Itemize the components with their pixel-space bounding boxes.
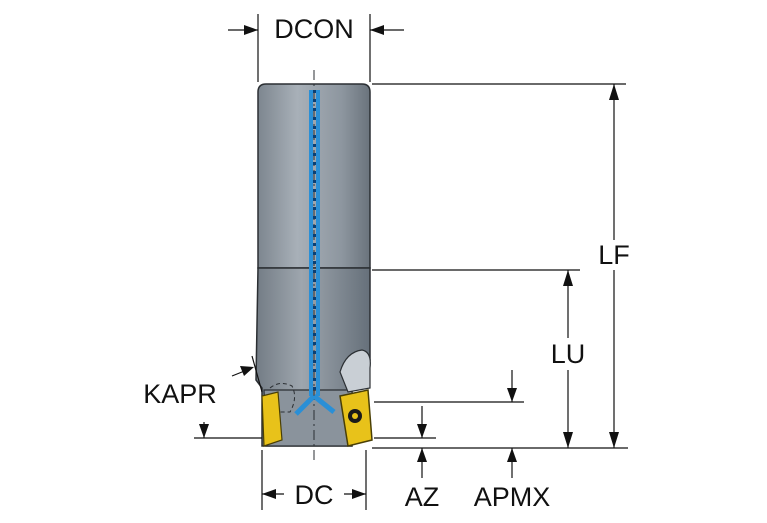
lf-dimension: LF bbox=[372, 83, 630, 448]
lu-label: LU bbox=[551, 339, 586, 369]
insert-left bbox=[261, 391, 283, 447]
kapr-label: KAPR bbox=[143, 379, 217, 409]
az-dimension: AZ bbox=[374, 406, 439, 512]
coolant-channel bbox=[294, 90, 336, 416]
dcon-label: DCON bbox=[274, 14, 354, 44]
apmx-label: APMX bbox=[474, 482, 551, 512]
dc-label: DC bbox=[295, 480, 334, 510]
kapr-dimension: KAPR bbox=[143, 355, 263, 439]
apmx-dimension: APMX bbox=[374, 370, 550, 512]
insert-right bbox=[339, 389, 373, 447]
lu-dimension: LU bbox=[372, 269, 586, 448]
az-label: AZ bbox=[405, 482, 440, 512]
dc-dimension: DC bbox=[261, 450, 367, 510]
chip-pocket bbox=[339, 349, 371, 393]
lf-label: LF bbox=[598, 240, 630, 270]
dcon-dimension: DCON bbox=[228, 14, 404, 82]
hidden-pocket-outline bbox=[269, 382, 296, 413]
